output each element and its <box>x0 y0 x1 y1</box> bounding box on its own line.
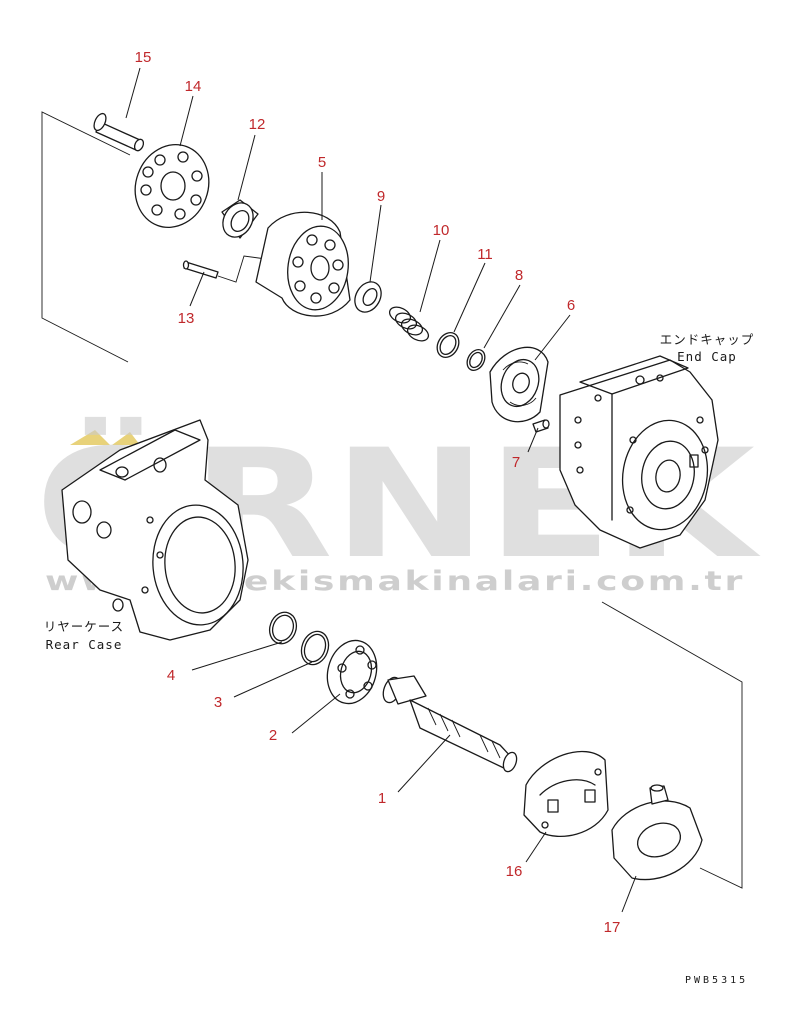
part-label-6: 6 <box>567 297 575 314</box>
watermark-accent-right <box>112 432 140 445</box>
rear-case-housing <box>61 419 249 641</box>
captions: エンドキャップ End Cap リヤーケース Rear Case <box>44 332 755 652</box>
part-number-labels: 15 14 12 5 9 10 11 8 6 13 7 4 3 2 1 16 1… <box>135 49 621 936</box>
upper-group-bracket <box>41 111 131 363</box>
part-17-cover <box>611 784 703 881</box>
end-cap-caption-jp: エンドキャップ <box>660 332 755 347</box>
part-label-3: 3 <box>214 694 222 711</box>
part-label-14: 14 <box>185 78 202 95</box>
part-label-2: 2 <box>269 727 277 744</box>
part-label-5: 5 <box>318 154 326 171</box>
part-label-8: 8 <box>515 267 523 284</box>
part-2-bearing <box>326 639 378 705</box>
part-label-17: 17 <box>604 919 621 936</box>
part-14-retainer-plate <box>134 144 210 228</box>
part-9-ring <box>354 281 382 313</box>
drawing-code: PWB5315 <box>685 975 748 986</box>
part-6-valve-plate <box>489 346 549 423</box>
lower-group-bracket <box>601 601 743 889</box>
part-label-7: 7 <box>512 454 520 471</box>
part-8-retaining-ring <box>466 349 486 371</box>
watermark-accent-left <box>70 430 110 445</box>
part-label-12: 12 <box>249 116 266 133</box>
rear-case-caption-en: Rear Case <box>46 637 123 652</box>
part-label-13: 13 <box>178 310 195 327</box>
part-label-10: 10 <box>433 222 450 239</box>
part-label-15: 15 <box>135 49 152 66</box>
part-15-pin <box>93 112 145 152</box>
part-16-swash-plate <box>523 750 609 838</box>
part-10-spring <box>388 306 430 342</box>
part-4-snap-ring <box>268 611 298 645</box>
leader-lines <box>125 67 637 913</box>
part-1-drive-shaft <box>382 675 518 773</box>
part-7-pin <box>532 419 550 433</box>
rear-case-caption-jp: リヤーケース <box>44 619 124 634</box>
part-label-16: 16 <box>506 863 523 880</box>
part-11-snap-ring <box>436 332 460 358</box>
part-label-11: 11 <box>477 246 493 263</box>
end-cap-housing <box>559 355 719 549</box>
part-label-4: 4 <box>167 667 175 684</box>
part-label-1: 1 <box>378 790 386 807</box>
part-3-washer-ring <box>300 630 330 666</box>
part-12-bushing <box>221 199 259 239</box>
part-5-cylinder-block <box>255 211 351 317</box>
part-label-9: 9 <box>377 188 385 205</box>
end-cap-caption-en: End Cap <box>677 349 737 364</box>
